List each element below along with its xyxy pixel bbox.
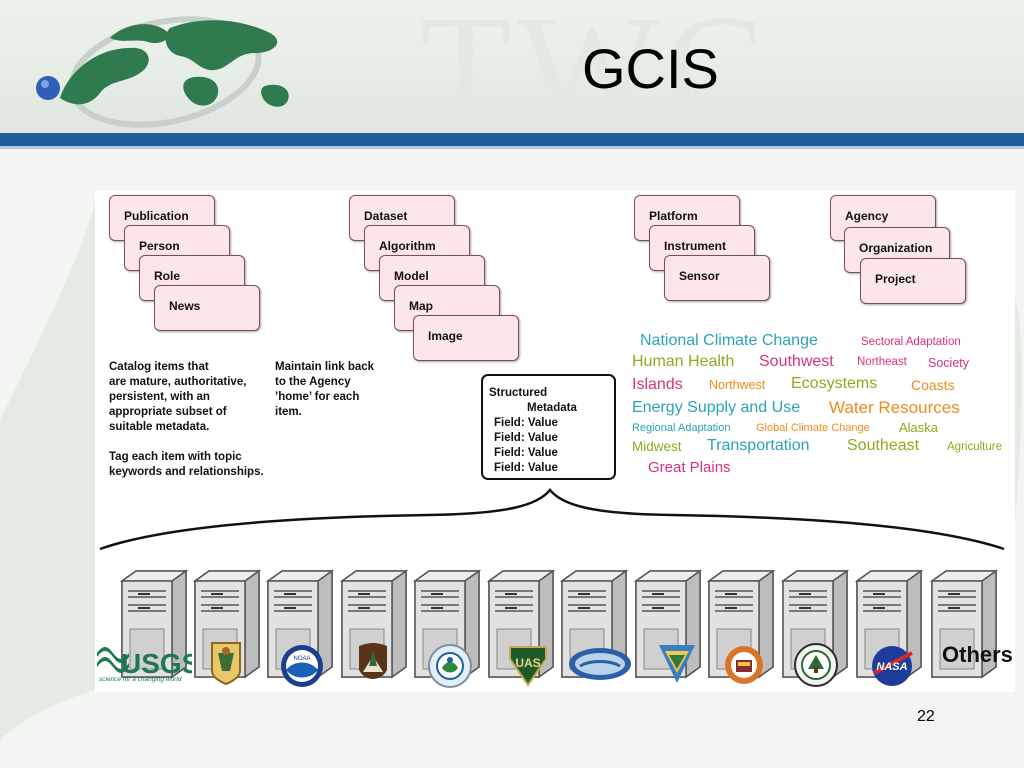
fws-logo-icon [208, 641, 244, 690]
cloud-word: Agriculture [947, 441, 1002, 453]
card-label: Model [394, 269, 429, 283]
cloud-word: Southwest [759, 353, 834, 370]
usgs-tagline: science for a changing world [99, 676, 182, 683]
card-label: Instrument [664, 239, 727, 253]
server-icon [340, 569, 408, 679]
server-icon [487, 569, 555, 679]
header-divider-band [0, 133, 1024, 146]
card-label: Image [428, 329, 463, 343]
doe-logo-icon [724, 644, 764, 691]
card-label: Publication [124, 209, 189, 223]
cloud-word: Midwest [632, 439, 682, 454]
header-divider-thin [0, 146, 1024, 149]
server-icon [855, 569, 923, 679]
card-news: News [154, 285, 260, 331]
metadata-field: Field: Value [494, 417, 558, 429]
metadata-subtitle: Metadata [527, 402, 577, 414]
watermark: TWC [420, 0, 772, 151]
noaa-logo-icon: NOAA [280, 644, 324, 693]
card-project: Project [860, 258, 966, 304]
metadata-field: Field: Value [494, 462, 558, 474]
doi-logo-icon [568, 646, 632, 687]
globe-logo-icon [36, 16, 289, 128]
nasa-wordmark: NASA [876, 661, 907, 673]
card-label: Person [139, 239, 180, 253]
card-label: Algorithm [379, 239, 436, 253]
card-label: Organization [859, 241, 933, 255]
others-label: Others [942, 642, 1013, 667]
agency-seal-icon [794, 643, 838, 692]
structured-metadata-box: Structured Metadata Field: Value Field: … [481, 374, 616, 480]
metadata-field: Field: Value [494, 432, 558, 444]
nasa-logo-icon: NASA [870, 645, 914, 692]
noaa-wordmark: NOAA [293, 656, 310, 662]
nps-logo-icon [355, 642, 391, 691]
maintain-link-note: Maintain link back to the Agency ’home’ … [275, 361, 375, 418]
metadata-title: Structured [489, 387, 548, 399]
usgs-logo-icon: USGS science for a changing world [97, 645, 200, 688]
card-label: News [169, 299, 201, 313]
card-label: Project [875, 272, 916, 286]
card-label: Dataset [364, 209, 408, 223]
card-label: Map [409, 299, 433, 313]
cloud-word: Coasts [911, 377, 955, 393]
blm-logo-icon [657, 641, 697, 690]
cloud-word: Great Plains [648, 459, 731, 476]
server-icon [707, 569, 775, 679]
cloud-word: Society [928, 356, 969, 370]
metadata-field: Field: Value [494, 447, 558, 459]
cloud-word: National Climate Change [640, 332, 818, 349]
cloud-word: Global Climate Change [756, 422, 870, 434]
card-label: Sensor [679, 269, 720, 283]
cloud-word: Southeast [847, 437, 920, 454]
page-number: 22 [917, 708, 935, 725]
epa-logo-icon [428, 644, 472, 693]
cloud-word: Alaska [899, 420, 939, 435]
cloud-word: Northeast [857, 356, 907, 368]
cloud-word: Human Health [632, 353, 735, 370]
card-label: Agency [845, 209, 889, 223]
cloud-word: Transportation [707, 437, 810, 454]
usgs-wordmark: USGS [121, 648, 192, 679]
card-image: Image [413, 315, 519, 361]
card-label: Role [154, 269, 181, 283]
cloud-word: Water Resources [829, 398, 960, 417]
card-label: Platform [649, 209, 698, 223]
cloud-word: Regional Adaptation [632, 422, 731, 434]
card-sensor: Sensor [664, 255, 770, 301]
header-bar: TWC GCIS [0, 0, 1024, 151]
cloud-word: Northwest [709, 378, 766, 392]
server-icon [930, 569, 998, 679]
usfs-wordmark: UAS [515, 656, 540, 670]
cloud-word: Islands [632, 376, 683, 393]
catalog-note: Catalog items that are mature, authorita… [109, 361, 264, 478]
cloud-word: Ecosystems [791, 375, 878, 392]
cloud-word: Sectoral Adaptation [861, 336, 961, 348]
server-icon [120, 569, 188, 679]
slide-title: GCIS [582, 37, 719, 100]
curly-brace [99, 488, 1005, 551]
cloud-word: Energy Supply and Use [632, 399, 801, 416]
forest-service-logo-icon: UAS [508, 641, 548, 692]
